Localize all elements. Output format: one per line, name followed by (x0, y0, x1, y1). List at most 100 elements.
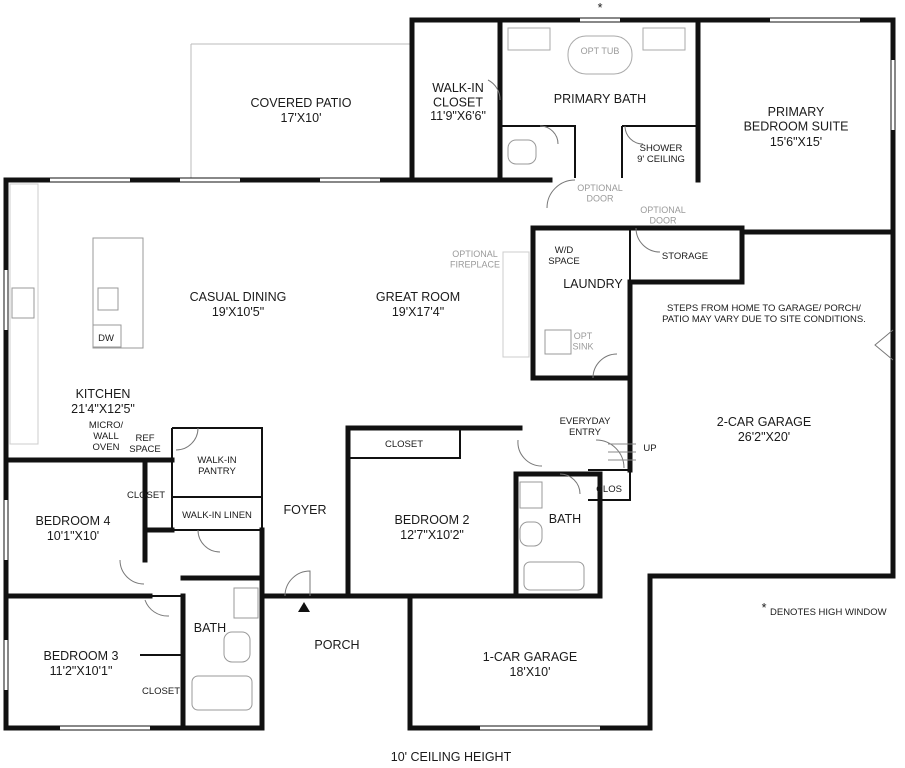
two-car-garage-name: 2-CAR GARAGE (717, 415, 811, 429)
sink-right-icon (519, 481, 543, 509)
text-line: SPACE (129, 444, 161, 455)
text-line: STEPS FROM HOME TO GARAGE/ PORCH/ (667, 303, 861, 314)
two-car-garage-dim: 26'2"X20' (738, 430, 790, 444)
windows (4, 18, 895, 730)
text-line: DOOR (650, 215, 678, 225)
primary-bedroom-dim: 15'6"X15' (770, 135, 822, 149)
great-room-dim: 19'X17'4" (392, 305, 444, 319)
text-line: SINK (572, 341, 593, 351)
toilet-right-icon (519, 521, 543, 547)
text-line: SHOWER (640, 143, 683, 154)
one-car-garage-name: 1-CAR GARAGE (483, 650, 577, 664)
bedroom-2-dim: 12'7"X10'2" (400, 528, 464, 542)
opt-tub-label: OPT TUB (581, 46, 620, 56)
covered-patio-name: COVERED PATIO (251, 96, 352, 110)
dw-label: DW (98, 333, 114, 344)
entry-arrow-icon (298, 602, 310, 612)
text-line: W/D (555, 245, 574, 256)
ceiling-height-note: 10' CEILING HEIGHT (391, 750, 512, 764)
text-line: 9' CEILING (637, 154, 685, 165)
text-line: MICRO/ (89, 420, 124, 431)
text-line: PANTRY (198, 466, 236, 477)
tub-icon (567, 35, 633, 75)
great-room-name: GREAT ROOM (376, 290, 460, 304)
door-swings (119, 79, 894, 617)
text-line: REF (136, 433, 155, 444)
vanity-right-icon (642, 27, 686, 51)
text-line: FIREPLACE (450, 259, 500, 269)
text-line: OPTIONAL (577, 183, 623, 193)
primary-bath-name: PRIMARY BATH (554, 92, 646, 106)
text-line: OPT (574, 331, 593, 341)
bedroom-2-name: BEDROOM 2 (394, 513, 469, 527)
text-line: PATIO MAY VARY DUE TO SITE CONDITIONS. (662, 314, 866, 325)
storage-label: STORAGE (662, 251, 708, 262)
dishwasher-icon (92, 324, 122, 348)
bath-left-label: BATH (194, 621, 226, 635)
sink-left-icon (233, 587, 259, 619)
notes: STEPS FROM HOME TO GARAGE/ PORCH/PATIO M… (391, 303, 887, 764)
text-line: OVEN (93, 442, 120, 453)
kitchen-name: KITCHEN (76, 387, 131, 401)
laundry-sink-icon (544, 329, 572, 355)
text-line: OPTIONAL (640, 205, 686, 215)
text-line: SPACE (548, 256, 580, 267)
casual-dining-name: CASUAL DINING (190, 290, 287, 304)
counter-run (9, 183, 39, 445)
kitchen-dim: 21'4"X12'5" (71, 402, 135, 416)
text-line: DOOR (587, 193, 615, 203)
fixtures (9, 27, 686, 711)
porch-label: PORCH (314, 638, 359, 652)
bathtub-left-icon (191, 675, 253, 711)
up-label: UP (643, 443, 656, 454)
site-conditions-note: STEPS FROM HOME TO GARAGE/ PORCH/PATIO M… (662, 303, 866, 325)
clos-label: CLOS (596, 484, 622, 495)
closet-b3-label: CLOSET (142, 686, 180, 697)
bathtub-right-icon (523, 561, 585, 591)
text-line: ENTRY (569, 427, 602, 438)
closet-b2-label: CLOSET (385, 439, 423, 450)
bedroom-4-name: BEDROOM 4 (35, 514, 110, 528)
bedroom-4-dim: 10'1"X10' (47, 529, 99, 543)
kitchen-island (92, 237, 144, 349)
bedroom-3-dim: 11'2"X10'1" (50, 664, 113, 678)
text-line: EVERYDAY (560, 416, 612, 427)
closet-b4-label: CLOSET (127, 490, 165, 501)
text-line: WALL (93, 431, 119, 442)
high-window-note: DENOTES HIGH WINDOW (770, 607, 887, 618)
foyer-label: FOYER (283, 503, 326, 517)
covered-patio-dim: 17'X10' (281, 111, 322, 125)
walk-in-linen-label: WALK-IN LINEN (182, 510, 252, 521)
laundry-label: LAUNDRY (563, 277, 623, 291)
one-car-garage-dim: 18'X10' (510, 665, 551, 679)
cooktop-icon (11, 287, 35, 319)
text-line: BEDROOM SUITE (744, 119, 849, 133)
text-line: PRIMARY (768, 105, 825, 119)
text-line: CLOSET (433, 95, 483, 109)
text-line: WALK-IN (432, 81, 484, 95)
toilet-icon (507, 139, 537, 165)
bath-right-label: BATH (549, 512, 581, 526)
bedroom-3-name: BEDROOM 3 (43, 649, 118, 663)
covered-patio-outline (190, 43, 410, 178)
high-window-asterisk: * (762, 601, 767, 615)
vanity-left-icon (507, 27, 551, 51)
casual-dining-dim: 19'X10'5" (212, 305, 264, 319)
text-line: OPTIONAL (452, 249, 498, 259)
